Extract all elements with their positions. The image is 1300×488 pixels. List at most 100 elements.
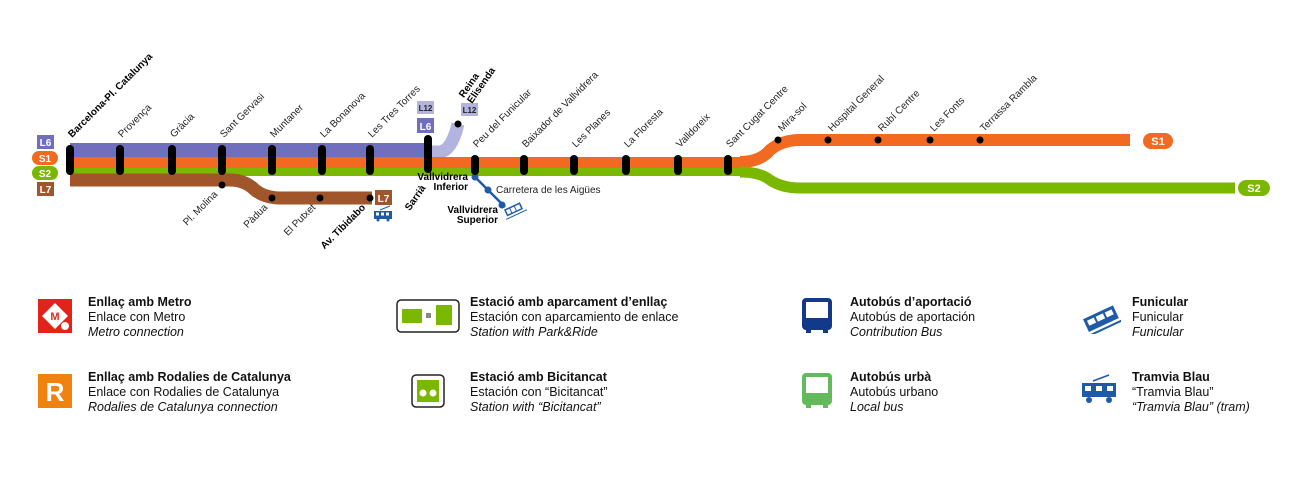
- station-label-provenca: Provença: [116, 102, 154, 140]
- svg-text:Mira-sol: Mira-sol: [776, 101, 809, 134]
- station-bar-peu-del-funicular[interactable]: [471, 155, 479, 175]
- svg-text:Valldoreix: Valldoreix: [674, 112, 712, 150]
- station-bar-valldoreix[interactable]: [674, 155, 682, 175]
- svg-text:S1: S1: [39, 154, 52, 165]
- station-bar-sant-cugat-centre[interactable]: [724, 155, 732, 175]
- contribution-bus-icon: [794, 295, 840, 337]
- station-dot-padua[interactable]: [268, 194, 276, 202]
- badge-l6[interactable]: L6: [37, 135, 54, 149]
- svg-text:L7: L7: [378, 194, 390, 205]
- local-bus-icon: [794, 370, 840, 412]
- station-bar-les-tres-torres[interactable]: [366, 145, 374, 175]
- station-bar-sant-gervasi[interactable]: [218, 145, 226, 175]
- svg-text:La Bonanova: La Bonanova: [318, 90, 368, 140]
- station-bar-la-floresta[interactable]: [622, 155, 630, 175]
- station-dot-terrassa-rambla[interactable]: [976, 136, 984, 144]
- tramvia-icon: [1076, 370, 1122, 412]
- svg-text:Provença: Provença: [116, 102, 154, 140]
- station-bar-barcelona-pl-catalunya[interactable]: [66, 145, 74, 175]
- svg-text:R: R: [46, 377, 65, 407]
- station-label-sant-gervasi: Sant Gervasi: [218, 91, 267, 140]
- svg-text:Superior: Superior: [457, 215, 498, 226]
- station-bar-sarria[interactable]: [424, 135, 432, 173]
- svg-text:M: M: [50, 311, 59, 323]
- station-bar-muntaner[interactable]: [268, 145, 276, 175]
- tramvia-icon: [374, 205, 392, 222]
- rodalies-icon: R: [32, 370, 78, 412]
- station-bar-provenca[interactable]: [116, 145, 124, 175]
- badge-s2-end[interactable]: S2: [1238, 180, 1270, 196]
- badge-l12-sarria[interactable]: L12: [417, 101, 434, 114]
- station-dot-mira-sol[interactable]: [774, 136, 782, 144]
- badge-l7-end[interactable]: L7: [375, 190, 392, 205]
- parkride-icon: [396, 295, 460, 337]
- svg-text:L6: L6: [40, 138, 52, 149]
- line-s2-trunk: [70, 168, 750, 176]
- station-label-les-tres-torres: Les Tres Torres: [366, 84, 422, 140]
- svg-text:Muntaner: Muntaner: [268, 102, 306, 140]
- station-dot-el-putxet[interactable]: [316, 194, 324, 202]
- svg-text:Pàdua: Pàdua: [242, 202, 271, 231]
- funicular-icon: [504, 202, 528, 220]
- badge-l12-end[interactable]: L12: [461, 103, 478, 116]
- station-bar-la-bonanova[interactable]: [318, 145, 326, 175]
- station-label-mira-sol: Mira-sol: [776, 101, 809, 134]
- svg-text:Av. Tibidabo: Av. Tibidabo: [319, 202, 368, 251]
- station-label-les-planes: Les Planes: [570, 107, 613, 150]
- svg-text:Vallvidrera: Vallvidrera: [447, 205, 498, 216]
- station-dot-av-tibidabo[interactable]: [366, 194, 374, 202]
- station-label-av-tibidabo: Av. Tibidabo: [319, 202, 368, 251]
- bicitancat-icon: [396, 370, 460, 412]
- station-dot-pl-molina[interactable]: [218, 181, 226, 189]
- svg-text:El Putxet: El Putxet: [282, 202, 318, 238]
- station-label-pl-molina: Pl. Molina: [181, 189, 220, 228]
- badge-s2[interactable]: S2: [32, 166, 58, 180]
- station-label-sarria: Sarrià: [403, 183, 429, 213]
- station-dot-reina-elisenda[interactable]: [454, 120, 462, 128]
- badge-s1[interactable]: S1: [32, 151, 58, 165]
- funicular-line: [471, 173, 506, 209]
- badge-l7[interactable]: L7: [37, 182, 54, 196]
- station-label-les-fonts: Les Fonts: [928, 95, 967, 134]
- station-label-rubi-centre: Rubí Centre: [876, 88, 922, 134]
- station-bar-gracia[interactable]: [168, 145, 176, 175]
- station-label-terrassa-rambla: Terrassa Rambla: [978, 73, 1040, 135]
- svg-text:Les Planes: Les Planes: [570, 107, 613, 150]
- legend-tramvia: Tramvia Blau“Tramvia Blau”“Tramvia Blau”…: [1076, 370, 1250, 415]
- station-label-padua: Pàdua: [242, 202, 271, 231]
- svg-text:L6: L6: [420, 122, 432, 133]
- station-dot-les-fonts[interactable]: [926, 136, 934, 144]
- station-dot-hospital-general[interactable]: [824, 136, 832, 144]
- svg-text:Gràcia: Gràcia: [168, 111, 197, 140]
- svg-text:Terrassa Rambla: Terrassa Rambla: [978, 73, 1040, 135]
- svg-text:S2: S2: [1247, 183, 1260, 195]
- station-bar-baixador-de-vallvidrera[interactable]: [520, 155, 528, 175]
- network-map: L6 S1 S2 L7 L12 L6 L12 L7 S1 S2 Barcelon…: [32, 51, 1270, 252]
- line-l12: [428, 122, 465, 159]
- station-label-gracia: Gràcia: [168, 111, 197, 140]
- badge-l6-sarria[interactable]: L6: [417, 118, 434, 133]
- line-s2-branch: [739, 166, 1235, 194]
- svg-text:Barcelona-Pl. Catalunya: Barcelona-Pl. Catalunya: [66, 51, 155, 140]
- station-label-la-bonanova: La Bonanova: [318, 90, 368, 140]
- station-dot-rubi-centre[interactable]: [874, 136, 882, 144]
- svg-text:L12: L12: [463, 106, 477, 115]
- station-label-barcelona-pl-catalunya: Barcelona-Pl. Catalunya: [66, 51, 155, 140]
- station-bar-les-planes[interactable]: [570, 155, 578, 175]
- svg-text:Sarrià: Sarrià: [403, 183, 429, 213]
- svg-text:Vallvidrera: Vallvidrera: [417, 172, 468, 183]
- svg-text:Rubí Centre: Rubí Centre: [876, 88, 922, 134]
- svg-text:Carretera de les Aigües: Carretera de les Aigües: [496, 185, 601, 196]
- svg-text:La Floresta: La Floresta: [622, 107, 665, 150]
- badge-s1-end[interactable]: S1: [1143, 133, 1173, 149]
- station-label-valldoreix: Valldoreix: [674, 112, 712, 150]
